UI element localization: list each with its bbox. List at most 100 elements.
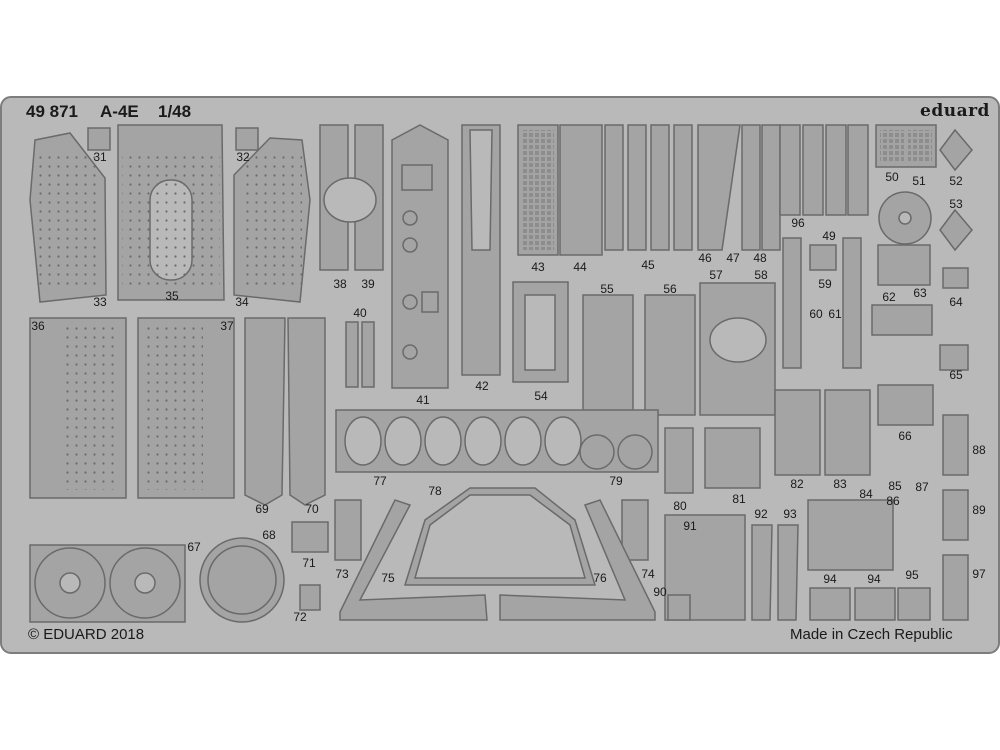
part-number: 59 — [818, 277, 832, 291]
part-79 — [579, 434, 615, 470]
part-91 — [664, 514, 746, 621]
part-number: 70 — [305, 502, 319, 516]
part-number: 31 — [93, 150, 107, 164]
part-40 — [345, 321, 359, 388]
part-70 — [287, 317, 326, 506]
part-number: 49 — [822, 229, 836, 243]
part-number: 92 — [754, 507, 768, 521]
part-number: 68 — [262, 528, 276, 542]
part-number: 83 — [833, 477, 847, 491]
part-number: 65 — [949, 368, 963, 382]
part-59 — [782, 237, 802, 369]
part-93 — [777, 524, 799, 621]
part-64 — [942, 267, 969, 289]
part-number: 81 — [732, 492, 746, 506]
part-80 — [664, 427, 694, 494]
part-number: 89 — [972, 503, 986, 517]
part-71 — [291, 521, 329, 553]
part-number: 56 — [663, 282, 677, 296]
part-69 — [244, 317, 286, 506]
part-97 — [942, 554, 969, 621]
set-number: 49 871 — [26, 102, 78, 121]
part-number: 37 — [220, 319, 234, 333]
part-number: 63 — [913, 286, 927, 300]
part-number: 94 — [823, 572, 837, 586]
part-number: 84 — [859, 487, 873, 501]
model-name: A-4E — [100, 102, 139, 121]
part-44 — [559, 124, 603, 256]
part-number: 52 — [949, 174, 963, 188]
origin-note: Made in Czech Republic — [790, 626, 953, 643]
part-32 — [235, 127, 259, 151]
part-47 — [741, 124, 761, 251]
part-number: 66 — [898, 429, 912, 443]
part-number: 87 — [915, 480, 929, 494]
part-90 — [667, 594, 691, 621]
part-number: 38 — [333, 277, 347, 291]
part-60 — [842, 237, 862, 369]
part-number: 32 — [236, 150, 250, 164]
part-84 — [807, 499, 894, 571]
part-number: 67 — [187, 540, 201, 554]
part-73 — [334, 499, 362, 561]
part-75 — [339, 499, 488, 621]
part-number: 42 — [475, 379, 489, 393]
part-74 — [621, 499, 649, 561]
part-number: 60 — [809, 307, 823, 321]
part-number: 45 — [641, 258, 655, 272]
part-number: 91 — [683, 519, 697, 533]
part-89 — [942, 489, 969, 541]
part-number: 39 — [361, 277, 375, 291]
part-81 — [704, 427, 761, 489]
part-number: 44 — [573, 260, 587, 274]
part-number: 88 — [972, 443, 986, 457]
part-number: 85 — [888, 479, 902, 493]
part-number: 77 — [373, 474, 387, 488]
part-number: 97 — [972, 567, 986, 581]
part-number: 86 — [886, 494, 900, 508]
part-number: 40 — [353, 306, 367, 320]
part-52 — [939, 128, 973, 172]
part-number: 79 — [609, 474, 623, 488]
part-number: 50 — [885, 170, 899, 184]
part-83 — [824, 389, 871, 476]
part-number: 80 — [673, 499, 687, 513]
part-number: 51 — [912, 174, 926, 188]
part-number: 34 — [235, 295, 249, 309]
part-65 — [939, 344, 969, 371]
part-76 — [499, 499, 656, 621]
part-number: 41 — [416, 393, 430, 407]
part-82 — [774, 389, 821, 476]
part-49 — [825, 124, 847, 216]
part-48 — [761, 124, 781, 251]
part-96 — [779, 124, 801, 216]
part-56 — [644, 294, 696, 416]
part-number: 62 — [882, 290, 896, 304]
part-number: 48 — [753, 251, 767, 265]
part-92 — [751, 524, 773, 621]
part-62 — [877, 244, 931, 286]
part-number: 95 — [905, 568, 919, 582]
part-number: 69 — [255, 502, 269, 516]
part-number: 74 — [641, 567, 655, 581]
part-55 — [582, 294, 634, 416]
part-number: 43 — [531, 260, 545, 274]
brand-logo: eduard — [920, 101, 990, 121]
part-number: 82 — [790, 477, 804, 491]
part-group — [29, 124, 973, 623]
part-number: 61 — [828, 307, 842, 321]
part-88 — [942, 414, 969, 476]
part-number: 72 — [293, 610, 307, 624]
part-number: 47 — [726, 251, 740, 265]
part-number: 54 — [534, 389, 548, 403]
part-31 — [87, 127, 111, 151]
part-number: 96 — [791, 216, 805, 230]
part-number: 36 — [31, 319, 45, 333]
part-number: 94 — [867, 572, 881, 586]
part-number: 64 — [949, 295, 963, 309]
part-number: 33 — [93, 295, 107, 309]
copyright: © EDUARD 2018 — [28, 626, 145, 643]
part-number: 53 — [949, 197, 963, 211]
part-number: 58 — [754, 268, 768, 282]
